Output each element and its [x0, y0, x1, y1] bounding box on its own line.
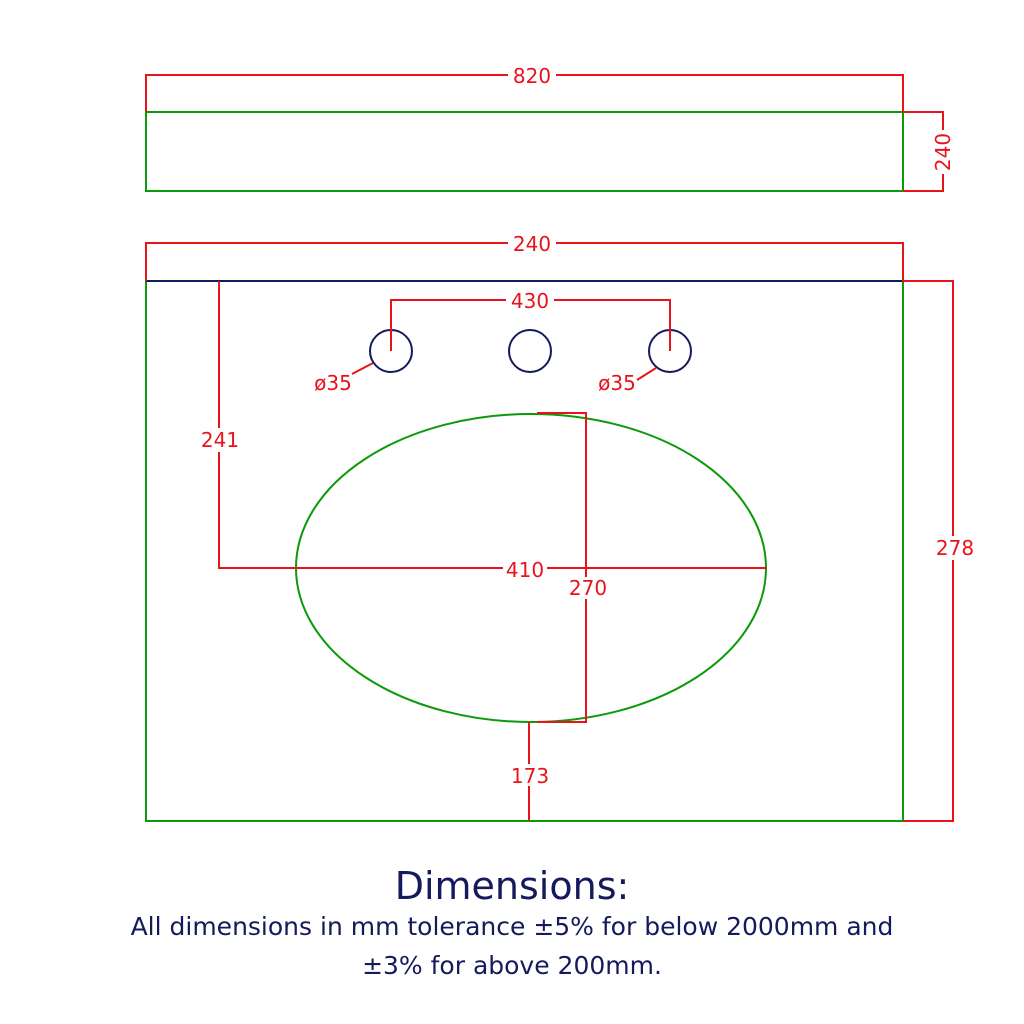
caption-line-1: All dimensions in mm tolerance ±5% for b… [130, 912, 894, 941]
caption-title: Dimensions: [394, 864, 630, 908]
plan-width-label: 240 [513, 232, 551, 256]
basin-depth-dimension [537, 412, 587, 723]
top-width-label: 820 [513, 64, 551, 88]
top-view [145, 74, 944, 192]
tap-hole-left-label: ø35 [314, 371, 352, 395]
top-height-label: 240 [931, 133, 955, 171]
leader-right [636, 367, 657, 381]
plan-outline [145, 281, 904, 822]
top-view-outline [145, 111, 904, 192]
tap-spacing-label: 430 [511, 289, 549, 313]
plan-height-label: 278 [936, 536, 974, 560]
tap-hole-center [508, 329, 552, 373]
basin-width-label: 410 [506, 558, 544, 582]
basin-front-offset-label: 173 [511, 764, 549, 788]
leader-left [351, 362, 374, 375]
basin-depth-label: 270 [569, 576, 607, 600]
caption-line-2: ±3% for above 200mm. [362, 951, 662, 980]
tap-hole-right-label: ø35 [598, 371, 636, 395]
plan-view [145, 242, 954, 822]
basin-offset-label: 241 [201, 428, 239, 452]
basin-offset-dimension [218, 281, 767, 569]
